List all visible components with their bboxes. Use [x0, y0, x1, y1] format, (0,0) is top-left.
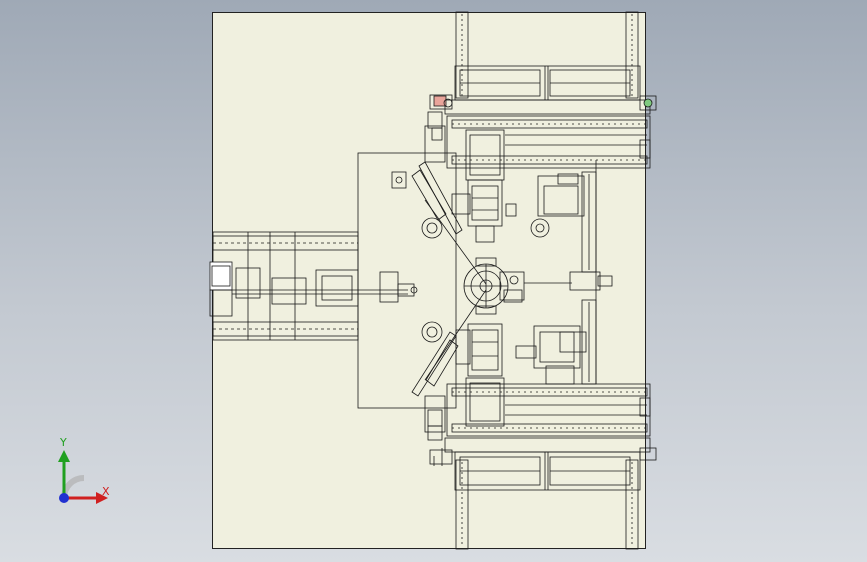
y-axis-label: Y — [60, 436, 67, 449]
edge-fasteners — [427, 111, 443, 466]
bottom-carriage-assembly — [429, 437, 657, 491]
right-side-modules — [524, 160, 613, 385]
top-linear-module — [424, 115, 651, 181]
x-axis-arrow — [96, 492, 108, 504]
left-rotary-tables — [421, 217, 443, 343]
y-axis-arrow — [58, 450, 70, 462]
x-axis-label: X — [102, 485, 110, 498]
lower-vertical-cylinder — [455, 323, 537, 377]
left-conveyor — [209, 231, 418, 341]
upper-vertical-cylinder — [451, 179, 517, 243]
upper-inclined-arm — [391, 161, 487, 285]
top-carriage-assembly — [429, 65, 657, 115]
lower-inclined-arm — [411, 289, 487, 397]
z-axis-dot — [59, 493, 69, 503]
central-rotary-hub — [463, 257, 525, 315]
drawing-sheet — [212, 12, 646, 549]
right-vertical-rails — [455, 11, 639, 550]
bottom-linear-module — [424, 377, 651, 437]
axis-triad: Y X — [40, 436, 120, 508]
